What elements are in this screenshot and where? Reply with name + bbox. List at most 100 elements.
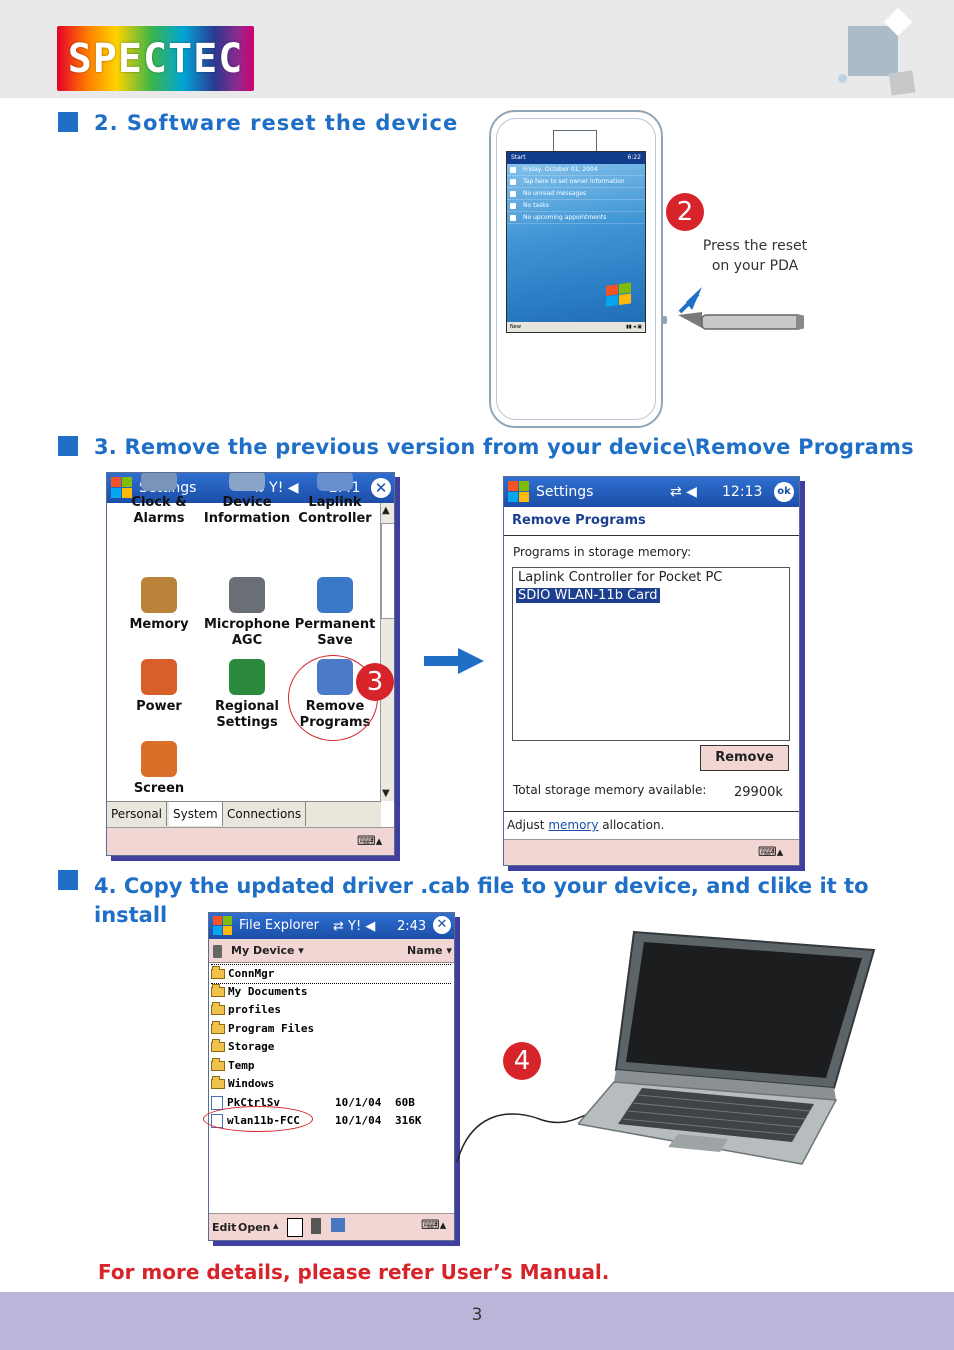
location-dropdown[interactable]: My Device ▾ [231, 944, 304, 957]
file-date: 10/1/04 [335, 1114, 382, 1127]
close-icon[interactable]: ✕ [371, 478, 391, 498]
menu-open[interactable]: Open [238, 1221, 271, 1234]
file-row[interactable]: Temp [211, 1057, 451, 1075]
scroll-down-icon[interactable]: ▼ [382, 788, 390, 799]
today-item-icon [510, 191, 516, 197]
keyboard-icon[interactable]: ⌨▴ [421, 1218, 447, 1233]
screen-icon [141, 741, 177, 777]
scrollbar[interactable]: ▲ ▼ [380, 503, 394, 801]
settings-item-label: Information [203, 511, 291, 526]
file-name: My Documents [228, 984, 308, 998]
memory-link[interactable]: memory [548, 818, 599, 832]
scroll-thumb[interactable] [381, 523, 394, 619]
explorer-title-bar: File Explorer ⇄ Y! ◀ 2:43 ✕ [209, 913, 454, 939]
footer-band [0, 1292, 954, 1350]
settings-item-clock-alarms[interactable]: Clock &Alarms [113, 473, 205, 527]
folder-icon [211, 1039, 225, 1052]
stylus-icon [678, 287, 804, 330]
settings-item-label: Controller [298, 511, 372, 526]
file-row[interactable]: My Documents [211, 983, 451, 1001]
power-icon [141, 659, 177, 695]
network-icon[interactable] [331, 1218, 345, 1232]
pda-today-line[interactable]: Friday, October 01, 2004 [507, 164, 645, 176]
today-item-icon [510, 215, 516, 221]
laplink-icon [317, 473, 353, 491]
folder-icon [211, 966, 225, 979]
tab-connections[interactable]: Connections [223, 802, 307, 826]
file-name: Windows [228, 1077, 275, 1090]
pda-device-inner [496, 118, 656, 420]
file-explorer-screen: File Explorer ⇄ Y! ◀ 2:43 ✕ My Device ▾ … [208, 912, 455, 1241]
remove-button[interactable]: Remove [700, 745, 789, 771]
sort-dropdown[interactable]: Name ▾ [407, 944, 452, 957]
adjust-text: Adjust memory allocation. [507, 818, 665, 832]
input-panel-bar: ⌨▴ [504, 839, 799, 865]
pda-today-line[interactable]: No upcoming appointments [507, 212, 645, 224]
folder-icon [211, 1020, 225, 1034]
pda-today-line[interactable]: No unread messages [507, 188, 645, 200]
settings-item-power[interactable]: Power [113, 659, 205, 715]
remove-time[interactable]: 12:13 [722, 484, 763, 500]
device-info-icon [229, 473, 265, 491]
settings-item-label: Settings [216, 715, 278, 730]
file-icon [211, 1095, 223, 1110]
remove-programs-screen: Settings ⇄ ◀ 12:13 ok Remove Programs Pr… [503, 476, 800, 866]
program-item-selected[interactable]: SDIO WLAN-11b Card [516, 588, 660, 603]
file-row[interactable]: Windows [211, 1075, 451, 1093]
ok-button[interactable]: ok [774, 482, 794, 502]
menu-edit[interactable]: Edit [212, 1221, 237, 1234]
device-icon [213, 945, 222, 958]
signal-icons[interactable]: ⇄ Y! ◀ [333, 919, 376, 934]
settings-item-label: Clock & [131, 495, 187, 510]
today-item-icon [510, 179, 516, 185]
bullet-square [58, 112, 78, 132]
storage-card-icon[interactable] [311, 1218, 321, 1234]
settings-tabs: Personal System Connections [107, 801, 381, 827]
close-icon[interactable]: ✕ [433, 916, 451, 934]
settings-item-label: Device [222, 495, 272, 510]
pda-today-line[interactable]: No tasks [507, 200, 645, 212]
program-item[interactable]: Laplink Controller for Pocket PC [518, 570, 723, 585]
keyboard-icon[interactable]: ⌨▴ [357, 834, 383, 849]
scroll-up-icon[interactable]: ▲ [382, 505, 390, 516]
settings-item-label: Regional [214, 699, 279, 714]
start-flag-icon[interactable] [111, 477, 133, 499]
file-row[interactable]: profiles [211, 1001, 451, 1019]
footer-note: For more details, please refer User’s Ma… [98, 1260, 610, 1284]
file-row[interactable]: ConnMgr [211, 964, 451, 984]
pda-today-line[interactable]: Tap here to set owner information [507, 176, 645, 188]
pda-time: 6:22 [627, 154, 641, 161]
step4-heading: 4. Copy the updated driver .cab file to … [94, 874, 869, 927]
windows-logo-icon [606, 282, 631, 307]
file-row[interactable]: Storage [211, 1038, 451, 1056]
settings-item-label: Save [317, 633, 353, 648]
view-toggle-icon[interactable] [287, 1218, 303, 1237]
spectec-logo: SPECTEC [57, 26, 254, 91]
folder-icon [211, 983, 225, 997]
clock-icon [141, 473, 177, 491]
programs-list[interactable]: Laplink Controller for Pocket PC SDIO WL… [512, 567, 790, 741]
tab-system[interactable]: System [169, 802, 223, 826]
folder-icon [211, 1057, 225, 1071]
page-number: 3 [471, 1305, 483, 1325]
storage-value: 29900k [734, 785, 783, 800]
start-flag-icon[interactable] [508, 481, 530, 503]
settings-item-memory[interactable]: Memory [113, 577, 205, 633]
settings-item-screen[interactable]: Screen [113, 741, 205, 797]
signal-icons[interactable]: ⇄ ◀ [670, 484, 697, 500]
settings-item-label: AGC [231, 633, 263, 648]
keyboard-icon[interactable]: ⌨▴ [758, 845, 784, 860]
explorer-time[interactable]: 2:43 [397, 919, 427, 934]
tab-personal[interactable]: Personal [107, 802, 168, 826]
usb-cable [456, 1113, 589, 1163]
file-row[interactable]: Program Files [211, 1020, 451, 1038]
bullet-square [58, 436, 78, 456]
up-arrow-icon[interactable]: ▴ [273, 1219, 279, 1232]
start-flag-icon[interactable] [213, 916, 233, 936]
